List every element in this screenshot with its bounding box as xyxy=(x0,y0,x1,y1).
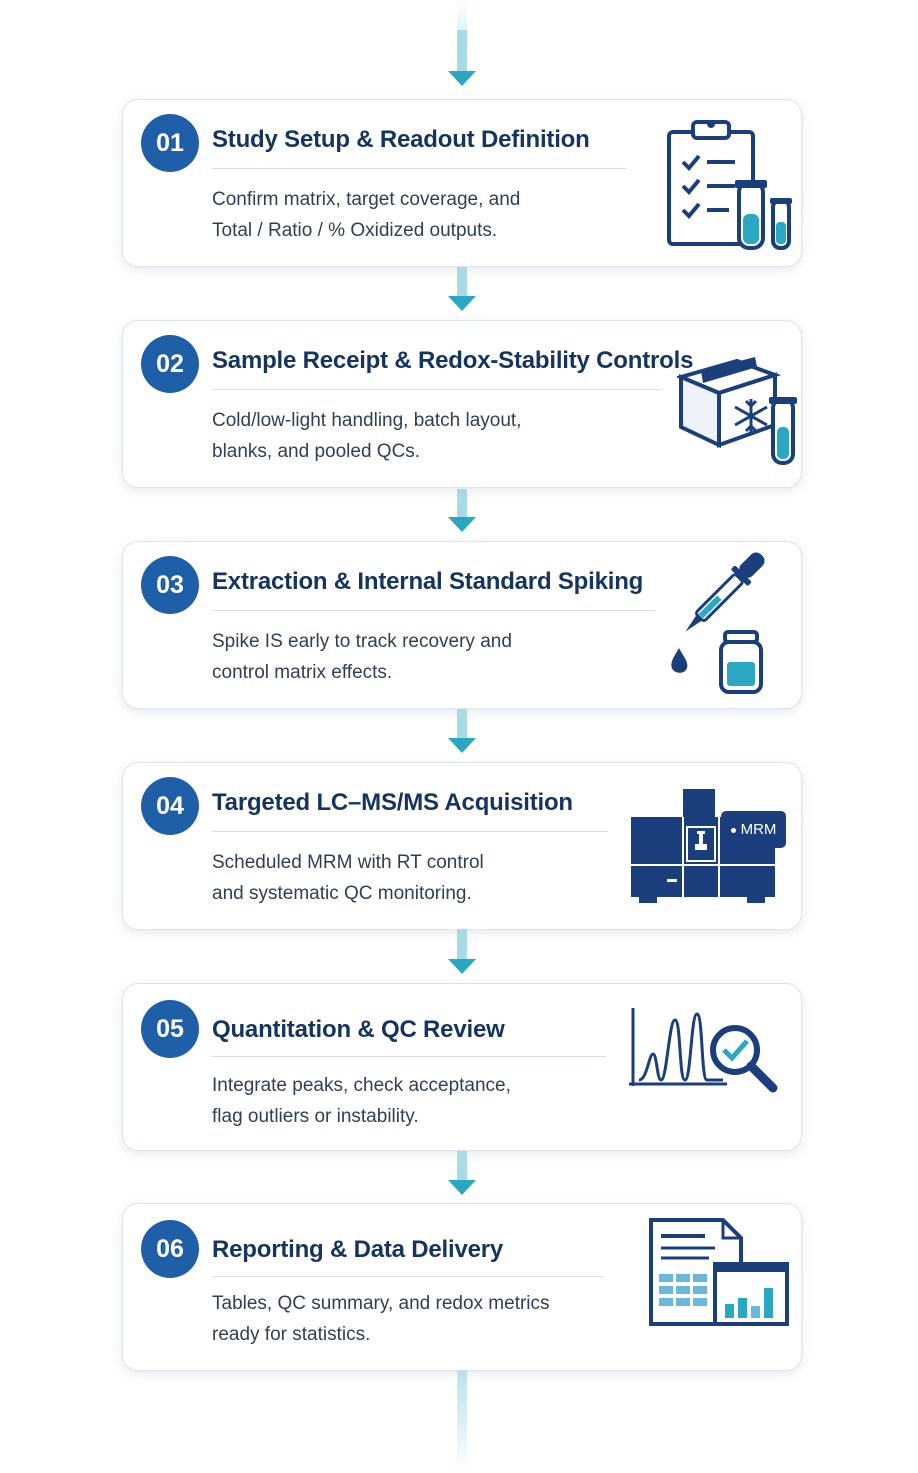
step-card-2: 02 Sample Receipt & Redox-Stability Cont… xyxy=(122,320,802,488)
step-number-badge: 06 xyxy=(141,1220,199,1278)
step-description: Tables, QC summary, and redox metrics re… xyxy=(212,1293,550,1345)
flow-arrow xyxy=(448,267,476,311)
step-description: Confirm matrix, target coverage, and Tot… xyxy=(212,189,521,241)
flow-arrow xyxy=(448,489,476,532)
step-card-4: 04 Targeted LC–MS/MS Acquisition Schedul… xyxy=(122,762,802,930)
step-description: Cold/low-light handling, batch layout, b… xyxy=(212,410,522,462)
title-divider xyxy=(212,168,626,169)
step-title: Extraction & Internal Standard Spiking xyxy=(212,568,644,595)
step-description: Spike IS early to track recovery and con… xyxy=(212,631,512,683)
clipboard-tubes-icon xyxy=(667,120,792,250)
report-dashboard-icon xyxy=(649,1218,789,1326)
step-title: Study Setup & Readout Definition xyxy=(212,126,590,153)
flow-arrow xyxy=(448,709,476,753)
step-number-badge: 01 xyxy=(141,114,199,172)
flow-arrow xyxy=(448,1151,476,1195)
title-divider xyxy=(212,831,608,832)
step-number-badge: 05 xyxy=(141,1000,199,1058)
title-divider xyxy=(212,1276,604,1277)
step-number-badge: 04 xyxy=(141,777,199,835)
step-card-3: 03 Extraction & Internal Standard Spikin… xyxy=(122,541,802,709)
step-card-5: 05 Quantitation & QC Review Integrate pe… xyxy=(122,983,802,1151)
box-snowflake-tube-icon xyxy=(677,357,797,465)
title-divider xyxy=(212,389,662,390)
flow-line-bottom xyxy=(457,1370,467,1473)
step-description: Integrate peaks, check acceptance, flag … xyxy=(212,1075,511,1127)
flow-arrow-top xyxy=(448,30,476,86)
step-number-badge: 02 xyxy=(141,335,199,393)
flow-arrow xyxy=(448,929,476,974)
step-title: Targeted LC–MS/MS Acquisition xyxy=(212,789,573,816)
step-title: Sample Receipt & Redox-Stability Control… xyxy=(212,347,694,374)
dropper-vial-icon xyxy=(671,552,765,694)
step-card-1: 01 Study Setup & Readout Definition Conf… xyxy=(122,99,802,267)
title-divider xyxy=(212,1056,606,1057)
step-card-6: 06 Reporting & Data Delivery Tables, QC … xyxy=(122,1203,802,1371)
title-divider xyxy=(212,610,656,611)
step-description: Scheduled MRM with RT control and system… xyxy=(212,852,484,904)
chromatogram-magnifier-icon xyxy=(629,1008,778,1093)
step-title: Quantitation & QC Review xyxy=(212,1016,505,1043)
step-title: Reporting & Data Delivery xyxy=(212,1236,504,1263)
mrm-badge: MRM xyxy=(721,811,786,848)
step-number-badge: 03 xyxy=(141,556,199,614)
